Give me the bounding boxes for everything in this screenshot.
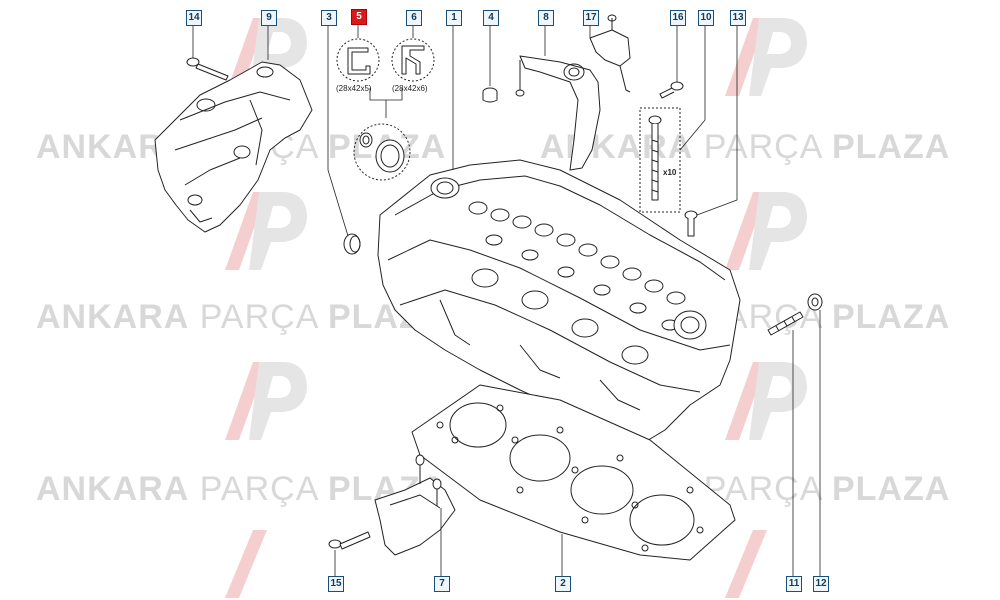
camshaft-followers	[468, 201, 686, 331]
seal-6-size: (28x42x6)	[392, 84, 428, 93]
seal-ring-5	[359, 132, 373, 148]
part-8-lifting-eye	[515, 55, 601, 171]
seal-5-size: (28x42x5)	[336, 84, 372, 93]
part-11-stud	[767, 311, 804, 336]
callout-10[interactable]: 10	[698, 10, 714, 26]
callout-3[interactable]: 3	[321, 10, 337, 26]
callout-7[interactable]: 7	[434, 576, 450, 592]
callout-9[interactable]: 9	[261, 10, 277, 26]
ap-logo-watermark	[225, 362, 307, 440]
leader-lines	[192, 24, 821, 576]
ap-logo-watermark	[225, 530, 267, 598]
callout-17[interactable]: 17	[583, 10, 599, 26]
callout-13[interactable]: 13	[730, 10, 746, 26]
callout-6[interactable]: 6	[406, 10, 422, 26]
ap-logo-watermark	[725, 530, 767, 598]
callout-4[interactable]: 4	[483, 10, 499, 26]
part-15-bolt	[328, 531, 371, 550]
callout-5-highlighted[interactable]: 5	[351, 9, 367, 25]
callout-15[interactable]: 15	[328, 576, 344, 592]
ap-logo-watermark	[725, 362, 807, 440]
callout-1[interactable]: 1	[446, 10, 462, 26]
part-10-head-bolt	[639, 107, 681, 213]
part-7-bracket	[374, 454, 456, 556]
part-12-nut	[807, 293, 823, 311]
seal-ring-6	[375, 139, 405, 173]
part-2-head-gasket	[411, 384, 736, 561]
callout-14[interactable]: 14	[186, 10, 202, 26]
ap-logo-watermark	[225, 192, 307, 270]
bolt-quantity-label: x10	[663, 168, 677, 177]
part-3-plug	[343, 233, 361, 255]
part-17-bracket	[589, 14, 631, 93]
seal-5-detail	[336, 38, 380, 82]
callout-2[interactable]: 2	[555, 576, 571, 592]
callout-16[interactable]: 16	[670, 10, 686, 26]
callout-11[interactable]: 11	[786, 576, 802, 592]
ap-logo-watermark	[725, 192, 807, 270]
callout-12[interactable]: 12	[813, 576, 829, 592]
part-14-bolt	[186, 57, 229, 81]
ap-logo-watermark	[725, 18, 807, 96]
part-13-bolt	[684, 210, 698, 237]
callout-8[interactable]: 8	[538, 10, 554, 26]
part-16-bolt	[659, 81, 684, 99]
seal-6-detail	[391, 38, 435, 82]
part-4-cap	[482, 87, 498, 103]
part-9-engine-bracket	[154, 61, 313, 233]
part-1-cylinder-head	[377, 159, 741, 446]
